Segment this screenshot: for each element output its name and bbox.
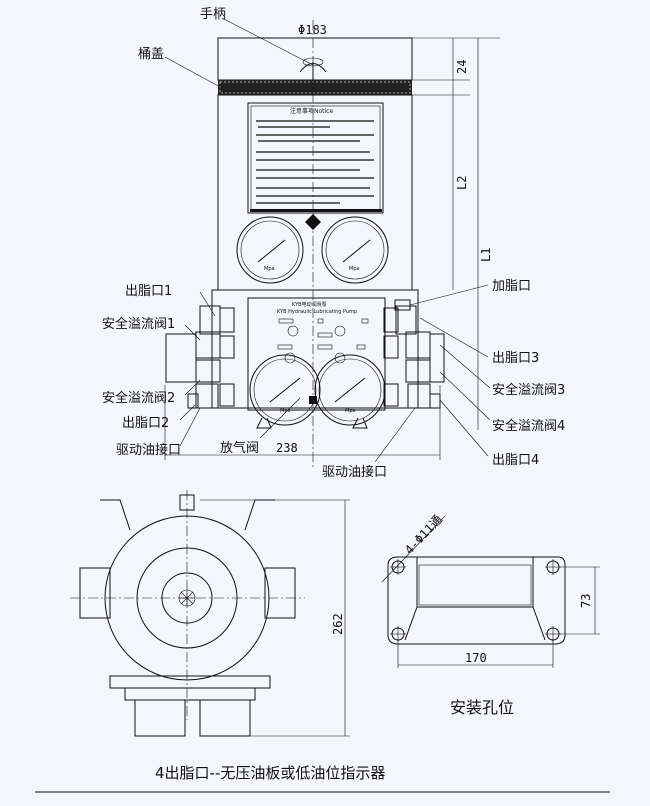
mount-holes-title: 安装孔位 xyxy=(450,698,514,717)
label-relief2: 安全溢流阀2 xyxy=(102,390,175,406)
svg-text:24: 24 xyxy=(455,60,469,74)
vent-valve-knob xyxy=(309,396,317,404)
svg-text:4-Φ11通: 4-Φ11通 xyxy=(402,512,445,557)
dimensions-front: Φ183 24 L2 L1 238 xyxy=(164,23,500,460)
label-outlet3: 出脂口3 xyxy=(492,351,539,366)
drawing-caption: 4出脂口--无压油板或低油位指示器 xyxy=(155,764,385,782)
label-drive-port-left: 驱动油接口 xyxy=(116,442,181,458)
label-relief4: 安全溢流阀4 xyxy=(492,418,565,434)
notice-title: 注意事项Notice xyxy=(290,107,333,115)
svg-text:Mpa: Mpa xyxy=(349,266,360,272)
svg-text:L2: L2 xyxy=(455,176,469,190)
label-relief1: 安全溢流阀1 xyxy=(102,316,175,332)
label-outlet1: 出脂口1 xyxy=(125,284,172,299)
right-valves xyxy=(383,299,445,409)
plan-view: 262 xyxy=(70,490,350,737)
label-lid: 桶盖 xyxy=(138,47,164,62)
reservoir-top xyxy=(217,37,413,81)
upper-gauge-right: Mpa xyxy=(321,216,389,284)
pump-front-panel xyxy=(247,297,386,411)
mounting-plate: 4-Φ11通 170 73 安装孔位 xyxy=(381,512,600,717)
label-relief3: 安全溢流阀3 xyxy=(492,382,565,398)
svg-text:170: 170 xyxy=(465,651,487,665)
notice-panel: 注意事项Notice xyxy=(247,102,384,214)
svg-text:Mpa: Mpa xyxy=(264,266,275,272)
label-handle: 手柄 xyxy=(200,7,226,22)
brand-logo xyxy=(305,214,321,230)
lower-gauge-right: Mpa xyxy=(314,354,386,429)
label-outlet2: 出脂口2 xyxy=(122,416,169,431)
label-outlet4: 出脂口4 xyxy=(492,453,539,468)
svg-text:238: 238 xyxy=(276,441,298,455)
svg-text:KYB电动润滑泵: KYB电动润滑泵 xyxy=(292,301,327,308)
lid-band xyxy=(218,80,412,95)
leader-lines xyxy=(164,17,491,463)
svg-text:Φ183: Φ183 xyxy=(298,23,327,37)
svg-text:Mpa: Mpa xyxy=(280,408,291,414)
label-drive-port-bottom: 驱动油接口 xyxy=(322,464,387,480)
front-view: 注意事项Notice Mpa Mpa KYB电动润滑泵 K xyxy=(102,7,565,480)
svg-text:KYB Hydraulic Lubricating Pump: KYB Hydraulic Lubricating Pump xyxy=(277,309,357,315)
svg-text:262: 262 xyxy=(331,613,345,635)
label-vent-valve: 放气阀 xyxy=(220,440,259,456)
svg-text:73: 73 xyxy=(579,594,593,608)
label-fill-port: 加脂口 xyxy=(492,279,531,294)
upper-gauge-left: Mpa xyxy=(236,216,304,284)
svg-text:L1: L1 xyxy=(479,248,493,262)
left-valves xyxy=(165,305,235,409)
svg-text:Mpa: Mpa xyxy=(345,408,356,414)
lower-gauge-left: Mpa xyxy=(249,354,321,429)
